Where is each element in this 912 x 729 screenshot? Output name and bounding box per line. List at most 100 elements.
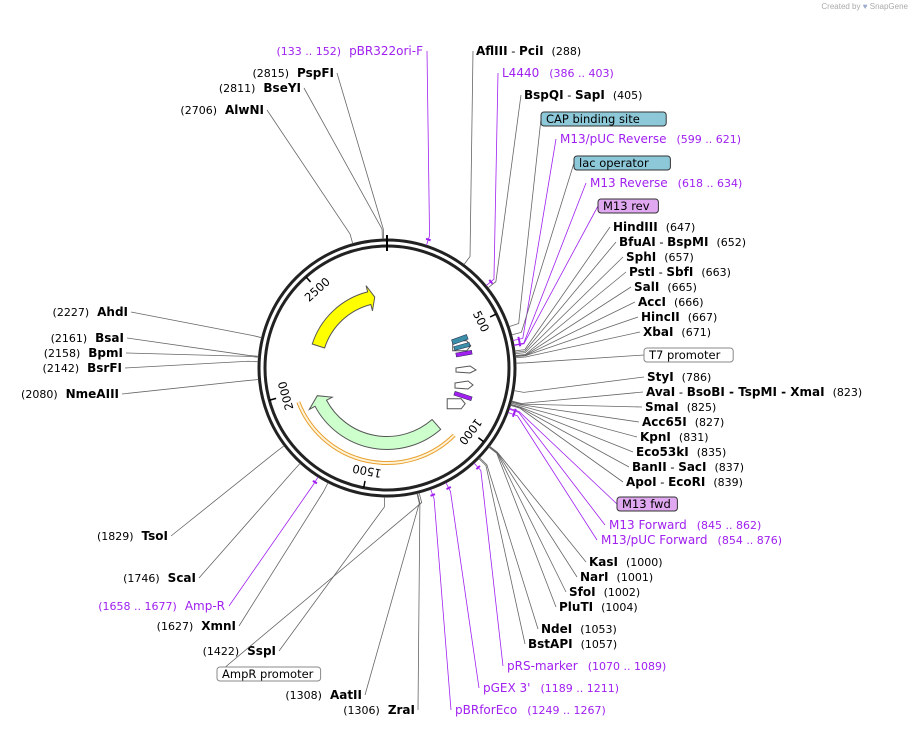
enzyme-label-tsoi[interactable]: (1829)TsoI xyxy=(97,529,168,543)
enzyme-label-hindiii[interactable]: HindIII(647) xyxy=(613,220,695,234)
feature-box-lac-operator[interactable]: lac operator xyxy=(573,155,671,171)
enzyme-label-xbai[interactable]: XbaI(671) xyxy=(643,325,711,339)
afliii-leader xyxy=(463,50,474,265)
primer-label-prs-marker[interactable]: pRS-marker(1070 .. 1089) xyxy=(507,659,666,673)
enzyme-sep: - xyxy=(675,385,686,399)
enzyme-position: (2161) xyxy=(51,332,88,345)
primer-label-m13-puc-forward[interactable]: M13/pUC Forward(854 .. 876) xyxy=(601,533,782,547)
enzyme-name: AccI xyxy=(638,295,666,309)
feature-box-m13-fwd[interactable]: M13 fwd xyxy=(616,496,678,512)
primer-name: Amp-R xyxy=(185,599,225,613)
enzyme-position: (1002) xyxy=(604,586,641,599)
feature-t7-terminator[interactable] xyxy=(446,398,466,410)
enzyme-label-sspi[interactable]: (1422)SspI xyxy=(203,644,276,658)
enzyme-label-bspqi[interactable]: BspQI - SapI(405) xyxy=(524,88,642,102)
enzyme-label-aatii[interactable]: (1308)AatII xyxy=(285,688,362,702)
enzyme-position: (405) xyxy=(613,89,643,102)
enzyme-label-acc65i[interactable]: Acc65I(827) xyxy=(642,415,724,429)
credit: Created by ♥ SnapGene xyxy=(821,2,908,11)
primer-label-m13-puc-reverse[interactable]: M13/pUC Reverse(599 .. 621) xyxy=(560,132,741,146)
enzyme-name: ZraI xyxy=(388,703,415,717)
enzyme-label-zrai[interactable]: (1306)ZraI xyxy=(343,703,415,717)
primer-range: (1249 .. 1267) xyxy=(527,704,606,717)
feature-ampr[interactable] xyxy=(296,395,456,465)
enzyme-label-psti[interactable]: PstI - SbfI(663) xyxy=(629,265,731,279)
enzyme-label-sali[interactable]: SalI(665) xyxy=(634,280,697,294)
primer-label-m13-reverse[interactable]: M13 Reverse(618 .. 634) xyxy=(590,176,742,190)
ampr-arrow xyxy=(308,395,442,450)
primer-name: M13 Forward xyxy=(609,518,687,532)
enzyme-label-bstapi[interactable]: BstAPI(1057) xyxy=(528,637,617,651)
enzyme-label-pluti[interactable]: PluTI(1004) xyxy=(559,600,638,614)
m13-rev-glyph xyxy=(455,350,473,358)
t7-terminator-arrow xyxy=(446,398,466,410)
enzyme-name-2: EcoRI xyxy=(668,475,705,489)
primer-label-pbr322ori-f[interactable]: (133 .. 152) pBR322ori-F xyxy=(277,44,424,58)
primer-label-l4440[interactable]: L4440(386 .. 403) xyxy=(502,66,614,80)
enzyme-label-bsai[interactable]: (2161)BsaI xyxy=(51,331,124,345)
tsoi-leader xyxy=(170,445,285,537)
enzyme-label-sphi[interactable]: SphI(657) xyxy=(626,250,694,264)
enzyme-name-2: BspMI xyxy=(667,235,708,249)
enzyme-label-nari[interactable]: NarI(1001) xyxy=(580,570,653,584)
xmni-leader xyxy=(238,482,329,627)
enzyme-label-scai[interactable]: (1746)ScaI xyxy=(123,571,196,585)
feature-box-m13-rev[interactable]: M13 rev xyxy=(597,198,659,214)
feature-box-label: M13 rev xyxy=(603,199,650,213)
enzyme-label-pspfi[interactable]: (2815)PspFI xyxy=(252,66,334,80)
primer-label-pbrforeco[interactable]: pBRforEco(1249 .. 1267) xyxy=(455,703,606,717)
enzyme-label-kasi[interactable]: KasI(1000) xyxy=(589,555,663,569)
feature-box-cap-binding-site[interactable]: CAP binding site xyxy=(540,111,667,127)
m13-rev-leader xyxy=(513,205,599,346)
ampr-orf-band-inner xyxy=(297,401,455,464)
enzyme-label-alwni[interactable]: (2706)AlwNI xyxy=(180,103,264,117)
enzyme-sep: - xyxy=(508,44,519,58)
primer-range: (1658 .. 1677) xyxy=(98,600,177,613)
enzyme-label-bsrfi[interactable]: (2142)BsrFI xyxy=(43,361,122,375)
hindiii-leader xyxy=(514,226,611,352)
enzyme-name: TsoI xyxy=(142,529,168,543)
enzyme-position: (1001) xyxy=(617,571,654,584)
enzyme-position: (827) xyxy=(695,416,725,429)
enzyme-label-sfoi[interactable]: SfoI(1002) xyxy=(569,585,640,599)
primer-label-amp-r[interactable]: (1658 .. 1677) Amp-R xyxy=(98,599,225,613)
enzyme-label-xmni[interactable]: (1627)XmnI xyxy=(157,619,236,633)
enzyme-label-bseyi[interactable]: (2811)BseYI xyxy=(219,81,301,95)
enzyme-label-banii[interactable]: BanII - SacI(837) xyxy=(632,460,744,474)
enzyme-label-kpni[interactable]: KpnI(831) xyxy=(640,430,709,444)
feature-box-t7-promoter[interactable]: T7 promoter xyxy=(643,347,734,363)
tick-mark xyxy=(477,437,485,443)
enzyme-label-bpmi[interactable]: (2158)BpmI xyxy=(44,346,123,360)
enzyme-label-ndei[interactable]: NdeI(1053) xyxy=(541,622,617,636)
primer-label-m13-forward[interactable]: M13 Forward(845 .. 862) xyxy=(609,518,761,532)
feature-ori[interactable] xyxy=(311,285,376,349)
enzyme-label-nmeaiii[interactable]: (2080)NmeAIII xyxy=(21,387,119,401)
enzyme-label-avai[interactable]: AvaI - BsoBI - TspMI - XmaI(823) xyxy=(646,385,862,399)
primer-name: pRS-marker xyxy=(507,659,578,673)
primer-range: (133 .. 152) xyxy=(277,45,342,58)
enzyme-label-ahdi[interactable]: (2227)AhdI xyxy=(53,305,128,319)
primer-site-mark xyxy=(430,493,436,497)
backbone-outer-ring xyxy=(257,238,517,498)
enzyme-label-acci[interactable]: AccI (666) xyxy=(638,295,704,309)
enzyme-name: ScaI xyxy=(168,571,196,585)
enzyme-label-apoi[interactable]: ApoI - EcoRI(839) xyxy=(626,475,743,489)
enzyme-label-bfuai[interactable]: BfuAI - BspMI(652) xyxy=(619,235,746,249)
enzyme-name-2: BsoBI - TspMI - XmaI xyxy=(687,385,825,399)
feature-box-ampr-promoter[interactable]: AmpR promoter xyxy=(216,666,322,682)
amp-r-leader xyxy=(228,476,319,607)
acc65i-leader xyxy=(511,401,640,423)
primer-name: pBR322ori-F xyxy=(349,44,423,58)
enzyme-position: (666) xyxy=(674,296,704,309)
primer-range: (854 .. 876) xyxy=(718,534,783,547)
enzyme-name: AvaI xyxy=(646,385,675,399)
enzyme-label-styi[interactable]: StyI(786) xyxy=(647,370,711,384)
primer-label-pgex-3[interactable]: pGEX 3'(1189 .. 1211) xyxy=(483,681,619,695)
enzyme-name: BspQI xyxy=(524,88,564,102)
enzyme-label-smai[interactable]: SmaI(825) xyxy=(645,400,716,414)
enzyme-label-eco53ki[interactable]: Eco53kI(835) xyxy=(636,445,726,459)
enzyme-label-afliii[interactable]: AflIII - PciI(288) xyxy=(476,44,581,58)
enzyme-position: (663) xyxy=(701,266,731,279)
enzyme-label-hincii[interactable]: HincII(667) xyxy=(641,310,717,324)
tick-label: 500 xyxy=(470,308,492,334)
